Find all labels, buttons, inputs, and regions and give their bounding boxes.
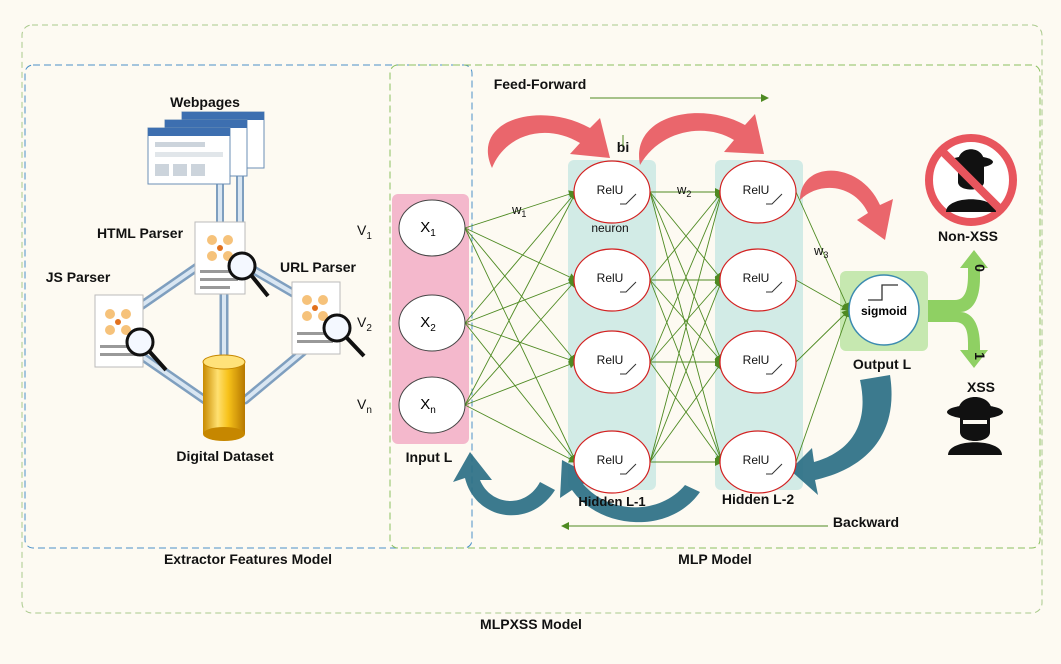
url-parser-icon bbox=[291, 281, 366, 358]
html-parser-icon bbox=[194, 221, 270, 298]
mlpxss-title: MLPXSS Model bbox=[480, 616, 582, 632]
sigmoid-label: sigmoid bbox=[861, 304, 907, 318]
hidden-layer-1-label: Hidden L-1 bbox=[578, 494, 645, 509]
input-node-1 bbox=[398, 199, 466, 257]
hidden2-neuron-1-label: RelU bbox=[743, 183, 770, 197]
weight-w1: w1 bbox=[511, 202, 526, 219]
network-connections bbox=[464, 188, 851, 466]
hidden1-neuron-3: RelU bbox=[573, 330, 651, 394]
hidden2-neuron-2: RelU bbox=[719, 248, 797, 312]
database-icon bbox=[202, 354, 246, 441]
hidden1-neuron-1-relu-icon bbox=[620, 193, 637, 205]
hidden-layer-2-panel bbox=[715, 160, 803, 490]
hidden1-neuron-2: RelU bbox=[573, 248, 651, 312]
connection-input-2-h1-3 bbox=[464, 404, 577, 463]
hidden2-neuron-3-label: RelU bbox=[743, 353, 770, 367]
js-parser-label: JS Parser bbox=[46, 269, 111, 285]
output-zero: 0 bbox=[972, 264, 988, 272]
hidden1-neuron-1: RelU bbox=[573, 160, 651, 224]
dataset-label: Digital Dataset bbox=[176, 448, 274, 464]
connection-h2-0-output bbox=[795, 191, 850, 311]
input-node-2 bbox=[398, 294, 466, 352]
hidden1-neuron-4: RelU bbox=[573, 430, 651, 494]
output-node bbox=[848, 274, 920, 346]
connection-h2-1-output bbox=[795, 279, 850, 311]
webpages-label: Webpages bbox=[170, 94, 240, 110]
html-parser-label: HTML Parser bbox=[97, 225, 184, 241]
output-split-arrow bbox=[928, 250, 988, 368]
connection-h2-2-output bbox=[795, 309, 850, 363]
connection-input-1-h1-3 bbox=[464, 322, 577, 463]
hidden2-neuron-4-label: RelU bbox=[743, 453, 770, 467]
output-one: 1 bbox=[972, 352, 988, 360]
connection-input-0-h1-2 bbox=[464, 227, 577, 363]
hidden1-neuron-4-relu-icon bbox=[620, 463, 637, 475]
mlpxss-model-frame bbox=[21, 24, 1043, 614]
feed-forward-curved-arrows bbox=[487, 113, 893, 240]
connection-input-2-h1-1 bbox=[464, 279, 577, 406]
connection-input-0-h1-1 bbox=[464, 227, 577, 281]
hidden1-neuron-3-relu-icon bbox=[620, 363, 637, 375]
mlp-title: MLP Model bbox=[678, 551, 752, 567]
connection-input-1-h1-1 bbox=[464, 278, 577, 324]
extractor-frame bbox=[24, 64, 473, 549]
weight-w3: w3 bbox=[813, 243, 828, 260]
v2-label: V2 bbox=[357, 314, 372, 334]
hidden1-neuron-3-label: RelU bbox=[597, 353, 624, 367]
neuron-label: neuron bbox=[591, 221, 628, 235]
hidden2-neuron-2-relu-icon bbox=[766, 281, 783, 293]
hidden-nodes: RelU RelU RelU RelU RelU RelU RelU RelU bbox=[573, 160, 797, 494]
input-nodes: X1 X2 Xn bbox=[398, 199, 466, 434]
connection-h1-3-h2-1 bbox=[649, 279, 724, 463]
connection-h1-3-h2-0 bbox=[649, 191, 725, 463]
mlp-frame bbox=[389, 64, 1041, 549]
vn-label: Vn bbox=[357, 396, 372, 416]
weight-w2: w2 bbox=[676, 182, 691, 199]
connection-input-2-h1-0 bbox=[464, 191, 577, 406]
input-node-1-text: X1 bbox=[420, 219, 436, 239]
non-xss-label: Non-XSS bbox=[938, 228, 998, 244]
connection-h1-1-h2-0 bbox=[649, 191, 723, 281]
hidden2-neuron-4: RelU bbox=[719, 430, 797, 494]
v1-label: V1 bbox=[357, 222, 372, 242]
hidden1-neuron-2-label: RelU bbox=[597, 271, 624, 285]
output-layer-label: Output L bbox=[853, 356, 912, 372]
input-node-2-text: X2 bbox=[420, 314, 436, 334]
xss-label: XSS bbox=[967, 379, 995, 395]
hidden2-neuron-3: RelU bbox=[719, 330, 797, 394]
connection-h2-3-output bbox=[795, 309, 851, 463]
connection-h1-2-h2-0 bbox=[649, 191, 723, 363]
hidden-layer-1-panel bbox=[568, 160, 656, 490]
bias-label: bi bbox=[617, 139, 629, 155]
hidden1-neuron-2-relu-icon bbox=[620, 281, 637, 293]
webpage-icon bbox=[147, 111, 265, 185]
connection-h1-3-h2-2 bbox=[649, 361, 723, 463]
connection-h1-2-h2-1 bbox=[649, 279, 723, 363]
connection-input-0-h1-0 bbox=[464, 190, 577, 229]
js-parser-icon bbox=[94, 294, 168, 372]
hidden-layer-2-label: Hidden L-2 bbox=[722, 491, 795, 507]
hidden1-neuron-4-label: RelU bbox=[597, 453, 624, 467]
hidden1-neuron-1-label: RelU bbox=[597, 183, 624, 197]
input-node-n-text: Xn bbox=[420, 396, 436, 416]
xss-icon bbox=[947, 397, 1003, 455]
hidden2-neuron-3-relu-icon bbox=[766, 363, 783, 375]
hidden2-neuron-1-relu-icon bbox=[766, 193, 783, 205]
connection-input-0-h1-3 bbox=[464, 227, 577, 463]
input-node-n bbox=[398, 376, 466, 434]
url-parser-label: URL Parser bbox=[280, 259, 357, 275]
backward-label: Backward bbox=[833, 514, 899, 530]
connection-input-2-h1-2 bbox=[464, 360, 577, 406]
extractor-title: Extractor Features Model bbox=[164, 551, 332, 567]
non-xss-icon bbox=[925, 134, 1017, 226]
backward-curved-arrows bbox=[453, 375, 892, 523]
hidden2-neuron-4-relu-icon bbox=[766, 463, 783, 475]
feed-forward-label: Feed-Forward bbox=[494, 76, 587, 92]
hidden2-neuron-1: RelU bbox=[719, 160, 797, 224]
hidden2-neuron-2-label: RelU bbox=[743, 271, 770, 285]
input-layer-label: Input L bbox=[406, 449, 453, 465]
connection-input-1-h1-0 bbox=[464, 191, 577, 324]
